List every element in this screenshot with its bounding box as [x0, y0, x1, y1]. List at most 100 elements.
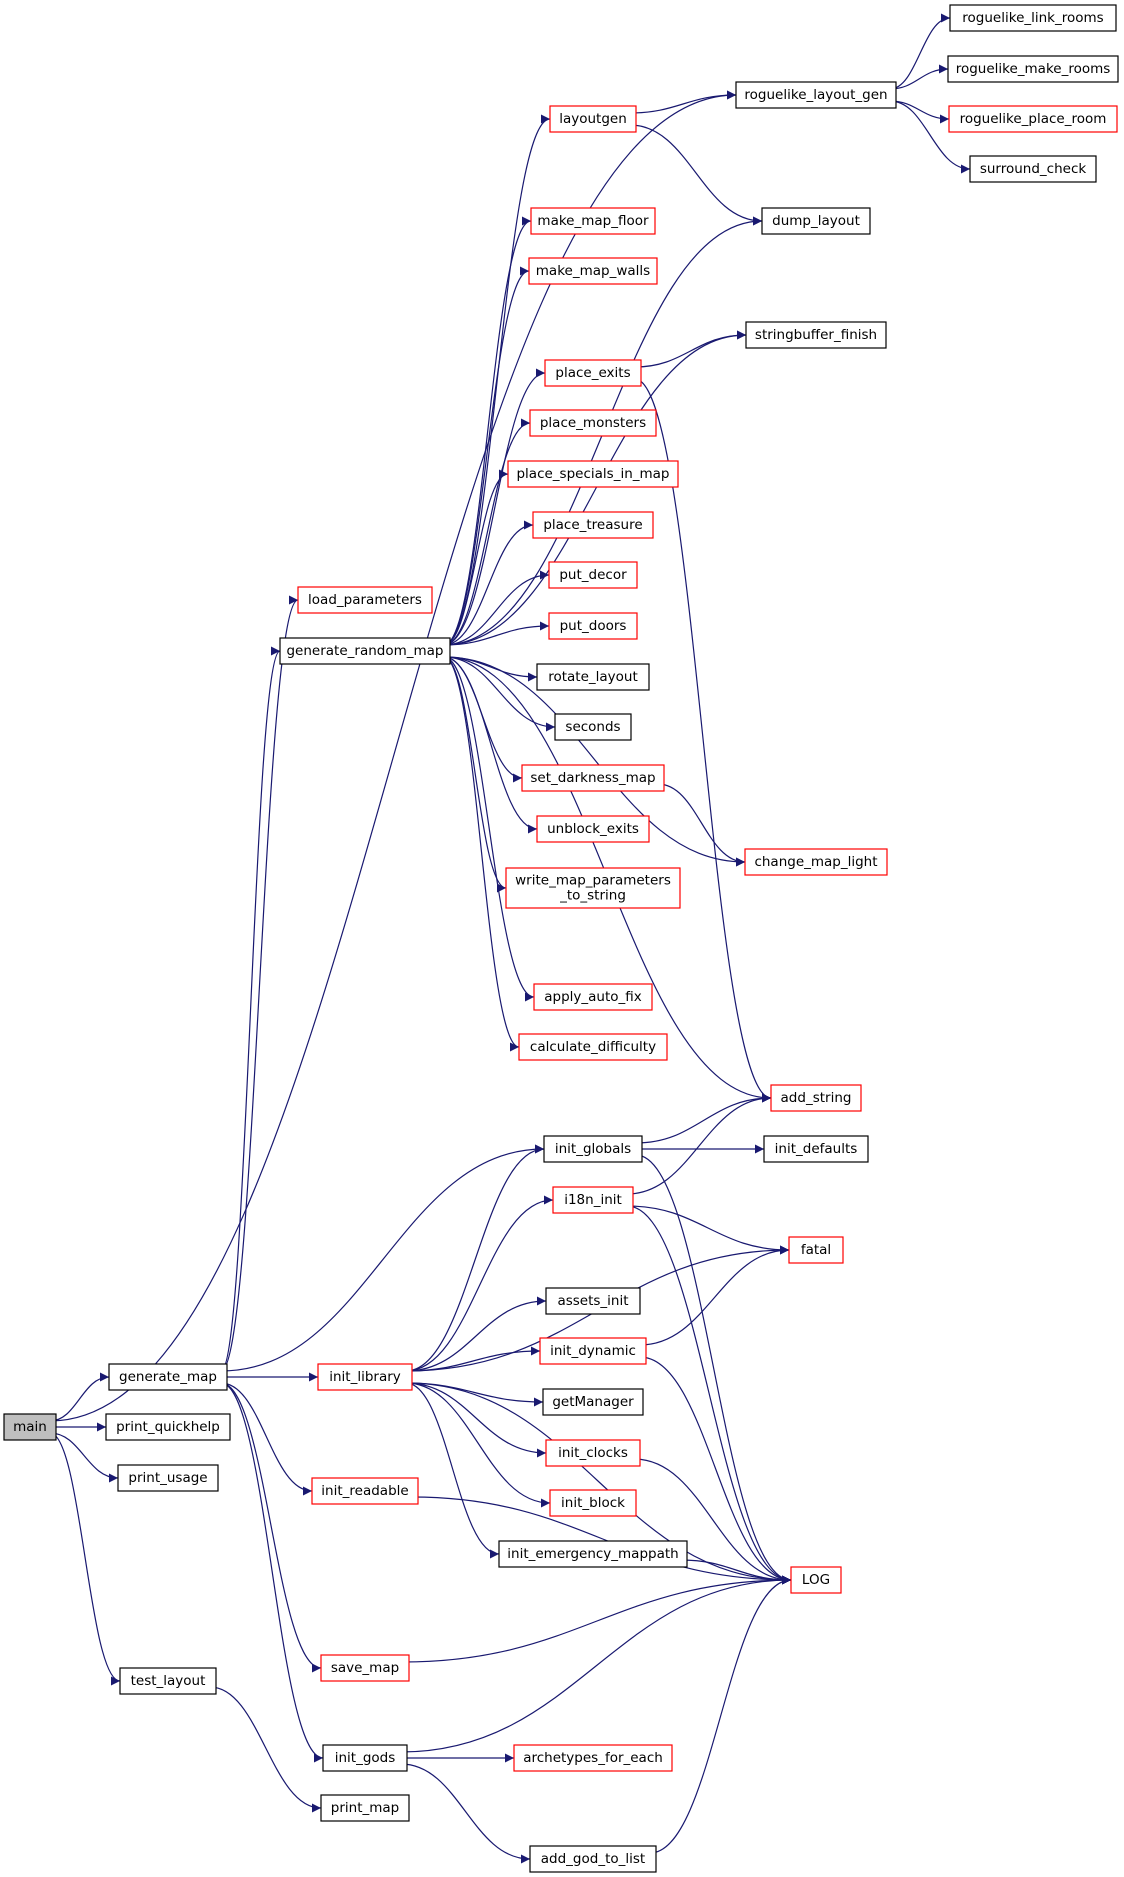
node-box — [513, 1744, 673, 1772]
node-label: place_specials_in_map — [516, 466, 669, 482]
node-label: place_exits — [555, 365, 630, 381]
edge-main-to-roguelike-layout-gen — [49, 90, 737, 1422]
node-generate-random-map[interactable]: generate_random_map — [279, 637, 451, 665]
node-calculate-difficulty[interactable]: calculate_difficulty — [518, 1033, 668, 1061]
node-label: init_library — [329, 1369, 401, 1385]
node-box — [770, 1084, 862, 1112]
node-label: layoutgen — [559, 111, 627, 127]
node-label: assets_init — [557, 1293, 628, 1309]
node-place-exits[interactable]: place_exits — [544, 359, 642, 387]
node-assets-init[interactable]: assets_init — [545, 1287, 641, 1315]
edge-init-library-to-init-clocks — [405, 1382, 547, 1458]
node-seconds[interactable]: seconds — [554, 713, 632, 741]
edge-generate-random-map-to-place-monsters — [443, 418, 531, 646]
node-label: load_parameters — [308, 592, 422, 608]
node-init-emergency-mappath[interactable]: init_emergency_mappath — [498, 1540, 688, 1568]
edge-generate-random-map-to-seconds — [443, 656, 556, 732]
node-box — [545, 1287, 641, 1315]
node-label: stringbuffer_finish — [755, 327, 877, 343]
node-put-doors[interactable]: put_doors — [548, 612, 638, 640]
node-label: archetypes_for_each — [523, 1750, 663, 1766]
node-dump-layout[interactable]: dump_layout — [761, 207, 871, 235]
node-print-map[interactable]: print_map — [320, 1794, 410, 1822]
node-box — [521, 764, 665, 792]
node-test-layout[interactable]: test_layout — [119, 1667, 217, 1695]
edge-save-map-to-LOG — [402, 1575, 792, 1663]
node-init-gods[interactable]: init_gods — [322, 1744, 408, 1772]
node-main[interactable]: main — [3, 1413, 57, 1441]
node-label: roguelike_link_rooms — [962, 10, 1103, 26]
node-archetypes-for-each[interactable]: archetypes_for_each — [513, 1744, 673, 1772]
node-init-defaults[interactable]: init_defaults — [763, 1135, 869, 1163]
node-label: place_treasure — [543, 517, 642, 533]
node-place-monsters[interactable]: place_monsters — [529, 409, 657, 437]
node-box — [532, 511, 654, 539]
node-roguelike-layout-gen[interactable]: roguelike_layout_gen — [735, 81, 897, 109]
nodes-layer: main generate_map print_quickhelp print_usa… — [3, 4, 1119, 1873]
node-roguelike-make-rooms[interactable]: roguelike_make_rooms — [947, 55, 1119, 83]
node-init-clocks[interactable]: init_clocks — [545, 1439, 641, 1467]
node-box — [744, 848, 888, 876]
node-label: generate_map — [119, 1369, 217, 1385]
node-getManager[interactable]: getManager — [542, 1388, 644, 1416]
edge-roguelike-layout-gen-to-surround-check — [889, 100, 971, 174]
node-box — [498, 1540, 688, 1568]
edge-main-to-print-usage — [49, 1432, 119, 1483]
node-init-readable[interactable]: init_readable — [311, 1477, 419, 1505]
node-box — [3, 1413, 57, 1441]
node-print-usage[interactable]: print_usage — [117, 1464, 219, 1492]
node-set-darkness-map[interactable]: set_darkness_map — [521, 764, 665, 792]
node-box — [518, 1033, 668, 1061]
node-fatal[interactable]: fatal — [788, 1236, 844, 1264]
node-add-god-to-list[interactable]: add_god_to_list — [529, 1845, 657, 1873]
node-layoutgen[interactable]: layoutgen — [549, 105, 637, 133]
node-init-library[interactable]: init_library — [317, 1363, 413, 1391]
node-label: init_block — [561, 1495, 625, 1511]
edge-init-library-to-assets-init — [405, 1296, 547, 1372]
node-change-map-light[interactable]: change_map_light — [744, 848, 888, 876]
node-generate-map[interactable]: generate_map — [108, 1363, 228, 1391]
node-place-specials-in-map[interactable]: place_specials_in_map — [507, 460, 679, 488]
node-init-block[interactable]: init_block — [549, 1489, 637, 1517]
node-make-map-walls[interactable]: make_map_walls — [528, 257, 658, 285]
node-LOG[interactable]: LOG — [790, 1566, 842, 1594]
node-stringbuffer-finish[interactable]: stringbuffer_finish — [745, 321, 887, 349]
node-place-treasure[interactable]: place_treasure — [532, 511, 654, 539]
node-box — [790, 1566, 842, 1594]
node-box — [117, 1464, 219, 1492]
edge-init-globals-to-add-string — [635, 1093, 772, 1144]
node-box — [311, 1477, 419, 1505]
node-write-map-parameters-to-string[interactable]: write_map_parameters_to_string — [505, 867, 681, 909]
edge-test-layout-to-print-map — [209, 1686, 322, 1813]
edge-place-exits-to-add-string — [634, 378, 772, 1103]
edge-place-exits-to-stringbuffer-finish — [634, 330, 747, 368]
node-surround-check[interactable]: surround_check — [969, 155, 1097, 183]
node-roguelike-link-rooms[interactable]: roguelike_link_rooms — [949, 4, 1117, 32]
node-box — [542, 1388, 644, 1416]
edge-i18n-init-to-add-string — [626, 1093, 772, 1195]
node-unblock-exits[interactable]: unblock_exits — [536, 815, 650, 843]
node-rotate-layout[interactable]: rotate_layout — [536, 663, 650, 691]
node-label: dump_layout — [772, 213, 860, 229]
node-save-map[interactable]: save_map — [320, 1654, 410, 1682]
node-box — [505, 867, 681, 909]
node-init-globals[interactable]: init_globals — [543, 1135, 643, 1163]
edge-generate-random-map-to-apply-auto-fix — [443, 656, 535, 1002]
node-add-string[interactable]: add_string — [770, 1084, 862, 1112]
node-box — [761, 207, 871, 235]
node-roguelike-place-room[interactable]: roguelike_place_room — [948, 105, 1118, 133]
node-make-map-floor[interactable]: make_map_floor — [530, 207, 656, 235]
edge-generate-random-map-to-write-map-parameters-to-string — [443, 656, 507, 893]
edge-init-library-to-i18n-init — [405, 1195, 554, 1372]
node-label: init_emergency_mappath — [507, 1546, 678, 1562]
node-box — [530, 207, 656, 235]
node-box — [297, 586, 433, 614]
node-box — [533, 983, 653, 1011]
node-label: print_quickhelp — [116, 1419, 220, 1435]
node-print-quickhelp[interactable]: print_quickhelp — [105, 1413, 231, 1441]
node-put-decor[interactable]: put_decor — [548, 561, 638, 589]
node-load-parameters[interactable]: load_parameters — [297, 586, 433, 614]
node-init-dynamic[interactable]: init_dynamic — [539, 1337, 647, 1365]
node-apply-auto-fix[interactable]: apply_auto_fix — [533, 983, 653, 1011]
node-i18n-init[interactable]: i18n_init — [552, 1186, 634, 1214]
